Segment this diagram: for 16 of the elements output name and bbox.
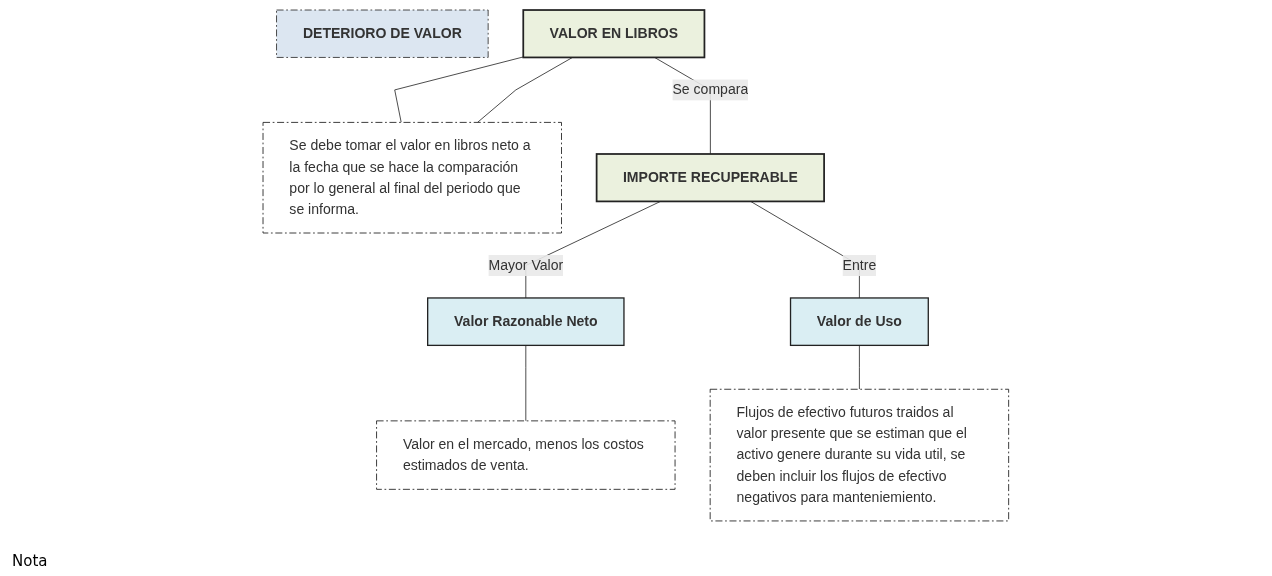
connector [859, 344, 860, 390]
edge-label: Mayor Valor [488, 257, 564, 273]
node-box: Valor en el mercado, menos los costos estimados de venta. [376, 419, 676, 490]
edge-label: Se compara [672, 81, 749, 97]
node-box: Valor Razonable Neto [427, 296, 625, 346]
connector [394, 56, 524, 123]
connector [477, 56, 574, 123]
node-box: VALOR EN LIBROS [522, 8, 706, 58]
node-box: IMPORTE RECUPERABLE [595, 152, 826, 202]
connector [525, 344, 527, 421]
node-box: Valor de Uso [790, 296, 930, 346]
edge-label: Entre [842, 257, 877, 273]
note-label: Nota [12, 552, 48, 570]
node-box: DETERIORO DE VALOR [276, 9, 489, 58]
node-box: Se debe tomar el valor en libros neto a la fecha que se hace la comparación por lo general al final del periodo que se informa. [262, 121, 563, 233]
node-box: Flujos de efectivo futuros traidos al valor presente que se estiman que el activo genere durante su vida util, se deben incluir los flujos de efectivo negativos para manteniemiento. [709, 388, 1010, 521]
